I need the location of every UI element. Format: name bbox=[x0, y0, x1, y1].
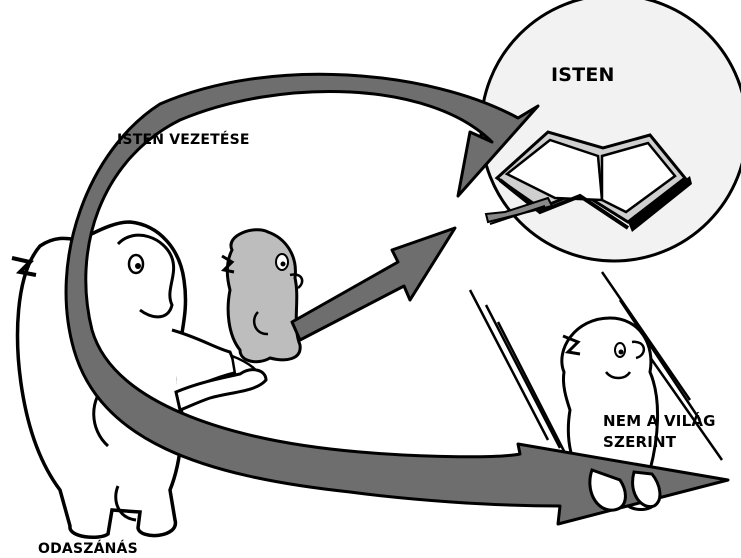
dedication-label: ODASZÁNÁS bbox=[38, 541, 138, 557]
not-world-label: NEM A VILÁG SZERINT bbox=[603, 411, 716, 453]
offering-arrow bbox=[290, 226, 457, 342]
not-world-line1: NEM A VILÁG bbox=[603, 412, 716, 430]
not-world-line2: SZERINT bbox=[603, 433, 677, 451]
world-figure-feet bbox=[588, 468, 662, 512]
guidance-arrow bbox=[64, 72, 730, 526]
large-figure-arm bbox=[114, 368, 268, 522]
small-gray-figure bbox=[220, 228, 304, 364]
god-circle bbox=[479, 0, 741, 263]
god-label: ISTEN bbox=[551, 64, 615, 86]
guidance-label: ISTEN VEZETÉSE bbox=[117, 132, 250, 148]
falling-lines bbox=[468, 271, 724, 461]
bible-icon bbox=[484, 130, 692, 232]
